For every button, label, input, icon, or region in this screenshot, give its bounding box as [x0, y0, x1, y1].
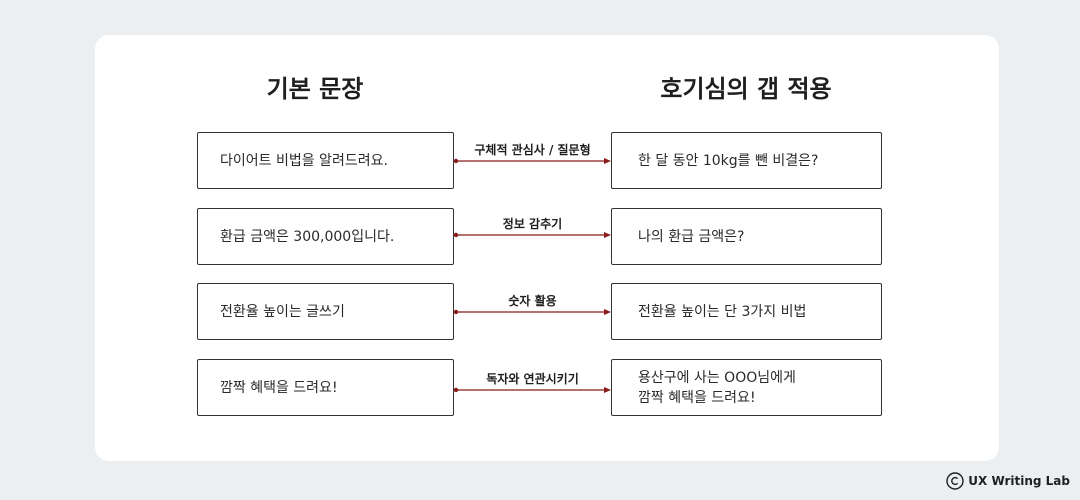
- copyright-icon: [946, 472, 964, 490]
- basic-sentence-box: 깜짝 혜택을 드려요!: [197, 359, 454, 416]
- connector-label: 독자와 연관시키기: [486, 372, 579, 386]
- basic-sentence-box: 전환율 높이는 글쓰기: [197, 283, 454, 340]
- arrow-line: [453, 387, 611, 393]
- connector-label: 구체적 관심사 / 질문형: [474, 143, 591, 157]
- arrow-line: [453, 158, 611, 164]
- connector-arrow: 구체적 관심사 / 질문형: [453, 141, 611, 181]
- basic-sentence-title: 기본 문장: [266, 75, 364, 103]
- connector-label: 정보 감추기: [502, 217, 563, 231]
- connector-arrow: 정보 감추기: [453, 215, 611, 255]
- connector-arrow: 독자와 연관시키기: [453, 370, 611, 410]
- curiosity-gap-box: 한 달 동안 10kg를 뺀 비결은?: [611, 132, 882, 189]
- curiosity-gap-box: 용산구에 사는 OOO님에게 깜짝 혜택을 드려요!: [611, 359, 882, 416]
- curiosity-gap-box: 나의 환급 금액은?: [611, 208, 882, 265]
- arrow-line: [453, 232, 611, 238]
- curiosity-gap-title: 호기심의 갭 적용: [660, 75, 832, 103]
- basic-sentence-box: 환급 금액은 300,000입니다.: [197, 208, 454, 265]
- connector-label: 숫자 활용: [508, 294, 557, 308]
- footer-credit: UX Writing Lab: [946, 472, 1070, 490]
- basic-sentence-box: 다이어트 비법을 알려드려요.: [197, 132, 454, 189]
- arrow-line: [453, 309, 611, 315]
- curiosity-gap-box: 전환율 높이는 단 3가지 비법: [611, 283, 882, 340]
- footer-text: UX Writing Lab: [968, 474, 1070, 488]
- connector-arrow: 숫자 활용: [453, 292, 611, 332]
